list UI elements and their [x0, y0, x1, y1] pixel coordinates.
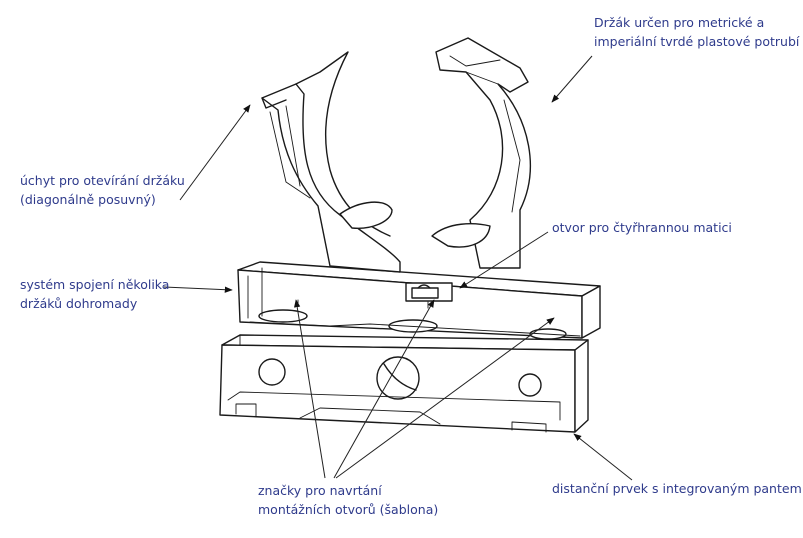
clip-drawing — [219, 37, 601, 433]
base-plate — [237, 261, 601, 340]
label-opening-grip: úchyt pro otevírání držáku (diagonálně p… — [20, 173, 185, 207]
label-drilling-marks: značky pro navrtání montážních otvorů (š… — [258, 483, 439, 517]
leader-lines — [163, 55, 633, 481]
label-spacer: distanční prvek s integrovaným pantem — [552, 481, 802, 496]
label-square-nut-hole: otvor pro čtyřhrannou matici — [552, 220, 732, 235]
left-clip-arm — [261, 51, 401, 273]
label-joining-system: systém spojení několika držáků dohromady — [20, 277, 170, 311]
label-holder-purpose: Držák určen pro metrické a imperiální tv… — [594, 15, 800, 49]
right-clip-arm — [431, 37, 531, 269]
spacer-block — [219, 334, 589, 433]
